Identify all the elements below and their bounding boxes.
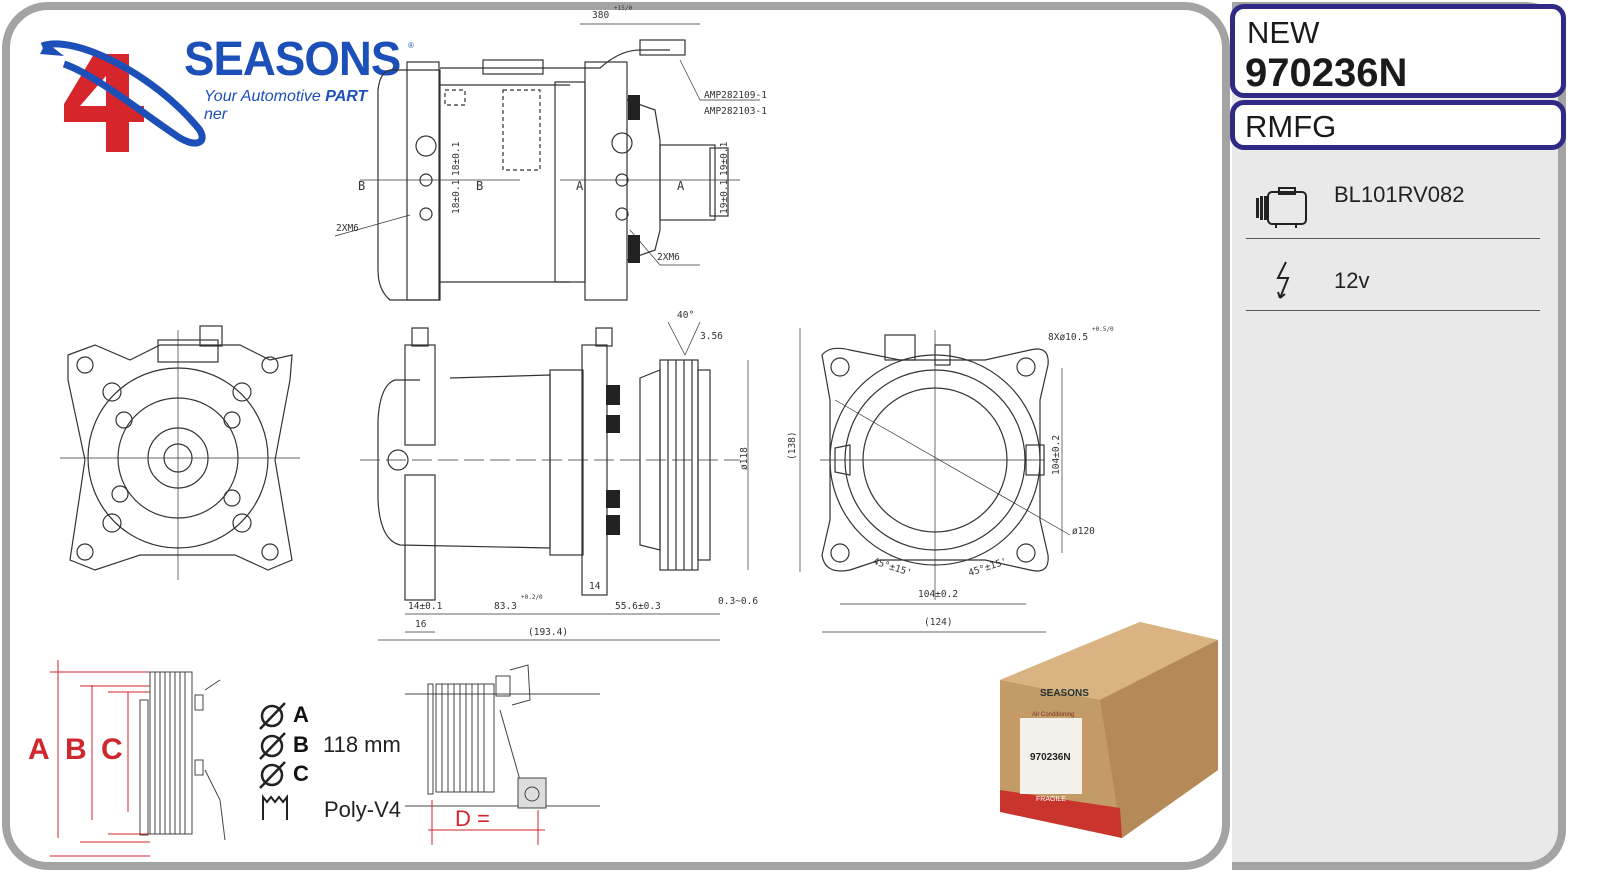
box-subtitle: Air Conditioning (1032, 712, 1075, 718)
dim-groove-angle: 40° (677, 310, 695, 321)
connector-part-1: AMP282109-1 (704, 90, 767, 101)
dim-83-3: 83.3 (494, 601, 517, 612)
section-a-right: A (677, 179, 685, 193)
box-brand: SEASONS (1040, 688, 1089, 699)
diameter-icon-a (260, 704, 284, 728)
dim-hole-spacing-vertical: 104±0.2 (1051, 434, 1062, 475)
product-type: RMFG (1245, 109, 1337, 144)
pulley-legend-icons (259, 702, 288, 820)
dim-overall-length: (193.4) (528, 627, 569, 638)
dim-height: (138) (787, 431, 798, 460)
dim-55-6: 55.6±0.3 (615, 601, 661, 612)
pulley-label-b: B (65, 733, 87, 766)
dim-14-tol: 14±0.1 (408, 601, 443, 612)
legend-diameter-b: B (293, 732, 309, 757)
bolt-label-left: 2XM6 (336, 223, 359, 234)
compressor-model: BL101RV082 (1334, 182, 1465, 207)
tagline-bold: PART (325, 88, 368, 105)
dim-19-lower: 19±0.1 (719, 179, 730, 214)
dim-body-diameter: ø120 (1072, 526, 1095, 537)
section-b-left: B (358, 179, 366, 193)
logo-4-swoosh-icon (40, 40, 206, 152)
section-b-right: B (476, 179, 484, 193)
brand-logo: SEASONS ® Your Automotive PART ner (34, 34, 414, 159)
part-number-box: NEW 970236N (1230, 4, 1566, 98)
dim-14: 14 (589, 581, 601, 592)
section-a-left: A (576, 179, 584, 193)
product-box-photo (1000, 622, 1218, 838)
bolt-label-right: 2XM6 (657, 252, 680, 263)
lightning-bolt-icon (1276, 261, 1290, 299)
diameter-icon-c (260, 763, 284, 787)
spec-row-voltage: 12v (1246, 250, 1540, 311)
box-part-number: 970236N (1030, 752, 1071, 763)
part-number: 970236N (1245, 51, 1408, 95)
dim-mount-holes-tol: +0.5/0 (1092, 326, 1114, 333)
dim-16: 16 (415, 619, 427, 630)
dim-groove-pitch: 3.56 (700, 331, 723, 342)
diameter-icon-b (260, 734, 284, 758)
poly-v-belt-icon (262, 794, 288, 820)
side-view-drawing (360, 321, 749, 641)
box-fragile: FRAGILE (1036, 796, 1066, 803)
legend-diameter-a: A (293, 702, 309, 727)
pulley-label-a: A (28, 733, 50, 766)
rear-view-drawing (799, 328, 1071, 633)
dim-mount-holes: 8Xø10.5 (1048, 332, 1089, 343)
belt-diagram-right (405, 664, 600, 845)
pulley-diagram-left (50, 660, 226, 857)
compressor-icon (1256, 187, 1307, 228)
product-type-box: RMFG (1230, 100, 1566, 150)
voltage-value: 12v (1334, 268, 1370, 293)
distance-d-label: D = (455, 806, 490, 831)
brand-name: SEASONS (184, 33, 401, 86)
dim-18-lower: 18±0.1 (451, 179, 462, 214)
spec-row-compressor-model: BL101RV082 (1246, 178, 1540, 239)
dim-air-gap: 0.3~0.6 (718, 596, 759, 607)
tagline-prefix: Your Automotive (204, 88, 326, 105)
brand-tagline: Your Automotive PART ner (204, 88, 384, 124)
dim-cable-length: 380 (592, 10, 610, 21)
condition-label: NEW (1247, 15, 1320, 50)
registered-mark: ® (408, 41, 414, 50)
technical-drawings (50, 23, 1218, 857)
legend-diameter-c: C (293, 761, 309, 786)
dim-18-upper: 18±0.1 (451, 141, 462, 176)
dim-pulley-diameter: ø118 (739, 447, 750, 470)
dim-width: (124) (924, 617, 953, 628)
front-view-drawing (60, 325, 300, 580)
tagline-suffix: ner (204, 106, 228, 123)
dim-hole-spacing-horizontal: 104±0.2 (918, 589, 959, 600)
top-view-drawing (334, 23, 760, 301)
dim-19-upper: 19±0.1 (719, 141, 730, 176)
pulley-diameter-value: 118 mm (323, 732, 401, 757)
dim-cable-tol: +15/0 (614, 5, 633, 12)
pulley-label-c: C (101, 733, 123, 766)
connector-part-2: AMP282103-1 (704, 106, 767, 117)
dim-83-3-tol: +0.2/0 (521, 594, 543, 601)
belt-type-value: Poly-V4 (324, 797, 402, 822)
